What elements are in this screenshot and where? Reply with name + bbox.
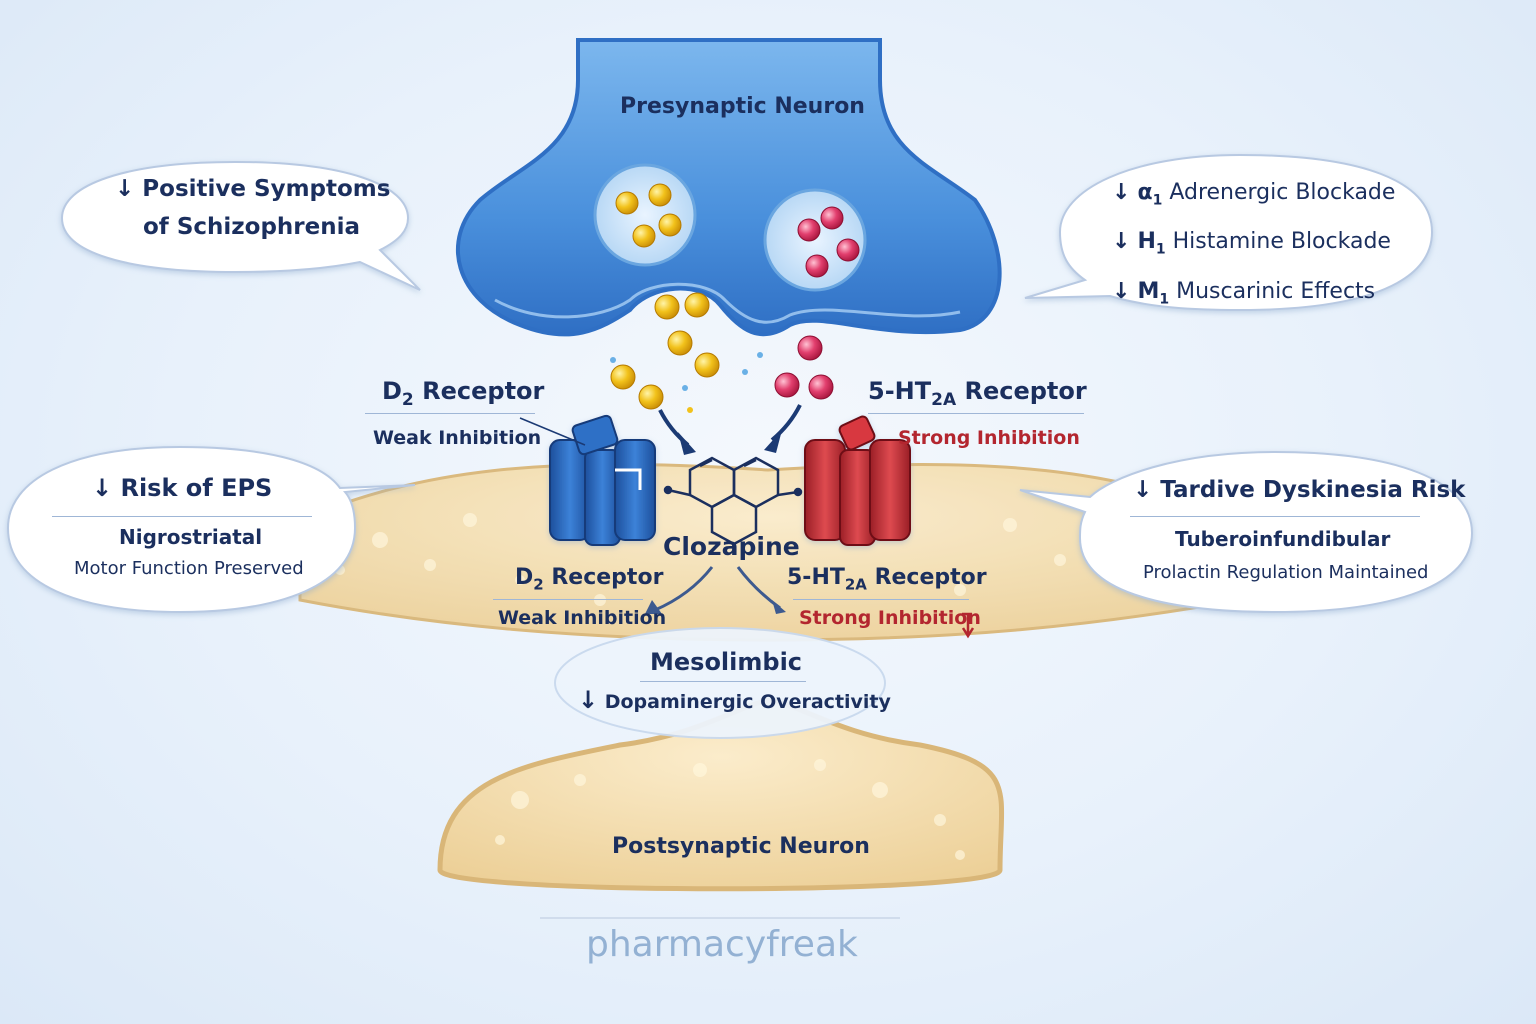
receptor-blockade-bubble xyxy=(1024,153,1434,312)
dopamine-molecules xyxy=(610,183,720,410)
ht2a-receptor-icon xyxy=(804,415,911,546)
positive-symptoms-bubble xyxy=(60,160,421,291)
clozapine-label: Clozapine xyxy=(663,532,800,561)
upper-d2-receptor-label: D2 Receptor xyxy=(382,377,544,410)
ht2a-subscript: 2A xyxy=(931,389,957,410)
d2-subscript: 2 xyxy=(401,389,414,410)
lower-ht2a-rest: Receptor xyxy=(866,565,987,590)
serotonin-arrowhead xyxy=(764,430,782,453)
lower-ht2a-base: 5-HT xyxy=(787,565,845,590)
mesolimbic-detail-text: Dopaminergic Overactivity xyxy=(604,691,891,713)
tardive-title-text: Tardive Dyskinesia Risk xyxy=(1160,477,1466,503)
postsynaptic-neuron-label: Postsynaptic Neuron xyxy=(612,834,870,859)
down-arrow-icon: ↓ xyxy=(578,686,599,714)
m1-symbol: M xyxy=(1137,278,1160,304)
h1-item: ↓ H1 Histamine Blockade xyxy=(1112,221,1395,270)
presynaptic-neuron-body xyxy=(455,38,1002,337)
tardive-bubble xyxy=(1019,450,1474,614)
dopamine-arrowhead xyxy=(678,432,696,455)
eps-rule xyxy=(52,516,312,517)
down-arrow-icon: ↓ xyxy=(1112,278,1131,304)
postsynaptic-texture xyxy=(495,759,965,860)
clozapine-to-d2-arrow xyxy=(654,566,714,612)
m1-text: Muscarinic Effects xyxy=(1176,278,1376,304)
d2-pointer-line xyxy=(519,417,586,446)
alpha1-item: ↓ α1 Adrenergic Blockade xyxy=(1112,172,1395,221)
watermark-logo: pharmacyfreak xyxy=(586,924,858,965)
eps-bubble xyxy=(6,445,416,614)
alpha1-text: Adrenergic Blockade xyxy=(1169,180,1396,205)
lower-ht2a-rule xyxy=(793,599,969,600)
upper-d2-rule xyxy=(365,413,535,414)
upper-ht2a-effect: Strong Inhibition xyxy=(898,427,1080,449)
ht2a-base: 5-HT xyxy=(868,377,932,405)
clozapine-to-ht2a-arrowhead xyxy=(772,600,786,614)
upper-ht2a-rule xyxy=(868,413,1084,414)
down-arrow-icon: ↓ xyxy=(1112,180,1131,205)
dopamine-vesicle xyxy=(593,163,697,267)
presynaptic-neuron-label: Presynaptic Neuron xyxy=(620,94,865,119)
upper-ht2a-receptor-label: 5-HT2A Receptor xyxy=(868,377,1087,410)
mesolimbic-title: Mesolimbic xyxy=(650,648,803,676)
eps-pathway: Nigrostriatal xyxy=(119,525,263,549)
m1-sub: 1 xyxy=(1159,291,1170,308)
tardive-title: ↓ Tardive Dyskinesia Risk xyxy=(1133,477,1465,503)
serotonin-molecules xyxy=(774,206,860,400)
eps-title-text: Risk of EPS xyxy=(120,474,273,502)
lower-d2-rule xyxy=(493,599,643,600)
small-particles xyxy=(610,352,763,413)
presynaptic-inner-membrane xyxy=(494,282,961,324)
ht2a-rest: Receptor xyxy=(956,377,1087,405)
positive-symptoms-text: ↓ Positive Symptoms of Schizophrenia xyxy=(115,170,390,246)
serotonin-arrow xyxy=(770,404,802,442)
clozapine-structure-icon xyxy=(663,456,803,546)
d2-rest: Receptor xyxy=(413,377,545,405)
m1-item: ↓ M1 Muscarinic Effects xyxy=(1112,271,1395,320)
lower-ht2a-effect: Strong Inhibition xyxy=(799,607,981,629)
upper-d2-effect: Weak Inhibition xyxy=(373,427,542,449)
h1-sub: 1 xyxy=(1155,241,1166,258)
lower-d2-rest: Receptor xyxy=(543,565,664,590)
lower-d2-effect: Weak Inhibition xyxy=(498,607,667,629)
lower-d2-subscript: 2 xyxy=(533,575,544,594)
lower-d2-base: D xyxy=(515,565,534,590)
postsynaptic-neuron-body xyxy=(437,697,1005,892)
d2-base: D xyxy=(382,377,402,405)
clozapine-to-d2-arrowhead xyxy=(645,600,662,614)
eps-title: ↓ Risk of EPS xyxy=(92,474,272,502)
tardive-detail: Prolactin Regulation Maintained xyxy=(1143,562,1429,583)
down-arrow-icon: ↓ xyxy=(115,176,135,202)
positive-line2: of Schizophrenia xyxy=(143,214,361,240)
down-arrow-icon: ↓ xyxy=(92,474,113,502)
mesolimbic-detail: ↓ Dopaminergic Overactivity xyxy=(578,686,891,714)
receptor-blockade-list: ↓ α1 Adrenergic Blockade ↓ H1 Histamine … xyxy=(1112,172,1395,320)
lower-ht2a-subscript: 2A xyxy=(844,575,867,594)
positive-line1: Positive Symptoms xyxy=(142,176,391,202)
mesolimbic-rule xyxy=(640,681,806,682)
lower-d2-receptor-label: D2 Receptor xyxy=(515,565,663,593)
alpha1-symbol: α xyxy=(1137,180,1153,205)
alpha1-sub: 1 xyxy=(1152,192,1163,209)
tardive-pathway: Tuberoinfundibular xyxy=(1175,527,1391,551)
d2-receptor-icon xyxy=(549,414,656,546)
strong-inhibition-marker xyxy=(961,612,975,639)
h1-text: Histamine Blockade xyxy=(1172,229,1391,255)
h1-symbol: H xyxy=(1137,229,1156,255)
down-arrow-icon: ↓ xyxy=(1112,229,1131,255)
eps-detail: Motor Function Preserved xyxy=(74,558,304,579)
lower-ht2a-receptor-label: 5-HT2A Receptor xyxy=(787,565,987,593)
down-arrow-icon: ↓ xyxy=(1133,477,1153,503)
mesolimbic-bubble xyxy=(554,627,886,739)
tardive-rule xyxy=(1130,516,1420,517)
